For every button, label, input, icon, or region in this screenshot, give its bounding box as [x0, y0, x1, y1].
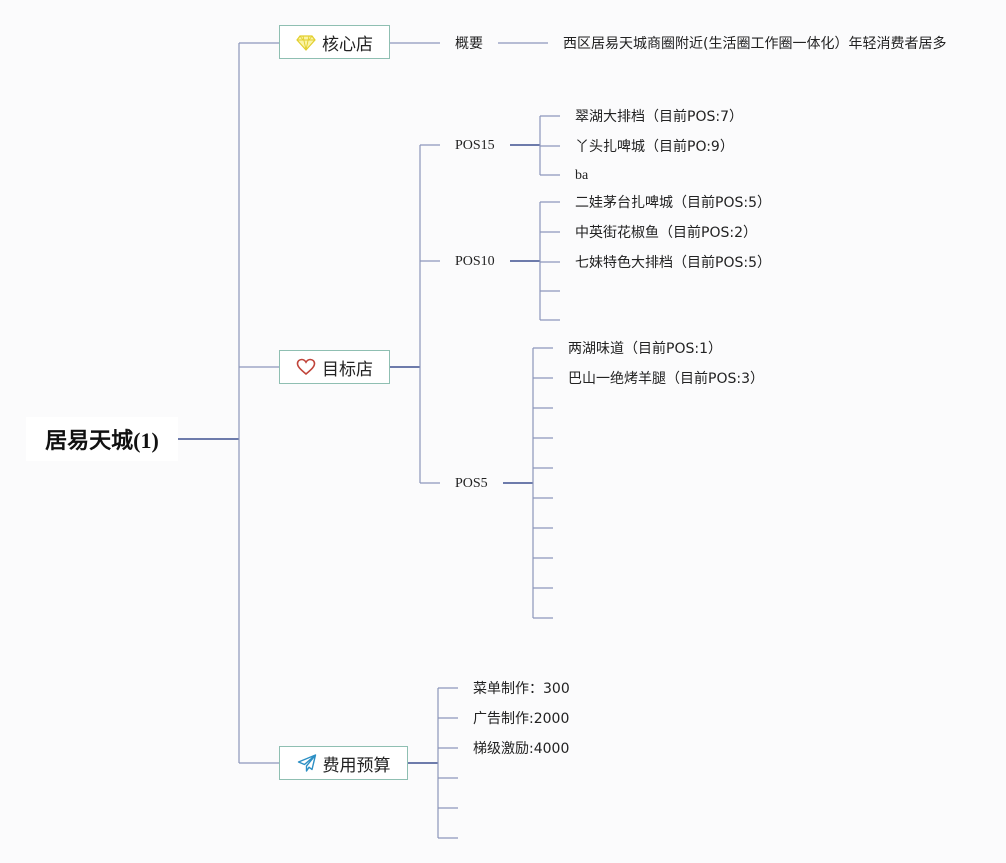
- list-item[interactable]: 两湖味道（目前POS:1）: [568, 341, 722, 357]
- list-item[interactable]: 菜单制作：300: [473, 681, 570, 697]
- overview-text[interactable]: 西区居易天城商圈附近(生活圈工作圈一体化）年轻消费者居多: [563, 36, 947, 52]
- paper-plane-icon: [297, 753, 317, 773]
- diamond-icon: [296, 32, 316, 52]
- root-title: 居易天城(1): [45, 428, 159, 453]
- root-topic[interactable]: 居易天城(1): [26, 417, 178, 461]
- list-item[interactable]: 中英街花椒鱼（目前POS:2）: [575, 225, 757, 241]
- heart-icon: [296, 357, 316, 377]
- list-item[interactable]: 丫头扎啤城（目前PO:9）: [575, 139, 734, 155]
- pos5-topic[interactable]: POS5: [455, 476, 488, 491]
- list-item[interactable]: 巴山一绝烤羊腿（目前POS:3）: [568, 371, 764, 387]
- branch-target-label: 目标店: [322, 359, 373, 380]
- branch-core-store[interactable]: 核心店: [279, 25, 390, 59]
- list-item[interactable]: 翠湖大排档（目前POS:7）: [575, 109, 743, 125]
- list-item[interactable]: 广告制作:2000: [473, 711, 570, 727]
- pos15-topic[interactable]: POS15: [455, 138, 495, 153]
- list-item[interactable]: ba: [575, 168, 589, 183]
- overview-label[interactable]: 概要: [455, 36, 483, 52]
- list-item[interactable]: 二娃茅台扎啤城（目前POS:5）: [575, 195, 771, 211]
- branch-target-store[interactable]: 目标店: [279, 350, 390, 384]
- pos10-topic[interactable]: POS10: [455, 254, 495, 269]
- branch-core-label: 核心店: [322, 34, 373, 55]
- list-item[interactable]: 梯级激励:4000: [473, 741, 570, 757]
- list-item[interactable]: 七妹特色大排档（目前POS:5）: [575, 255, 771, 271]
- branch-budget[interactable]: 费用预算: [279, 746, 408, 780]
- branch-budget-label: 费用预算: [322, 755, 391, 776]
